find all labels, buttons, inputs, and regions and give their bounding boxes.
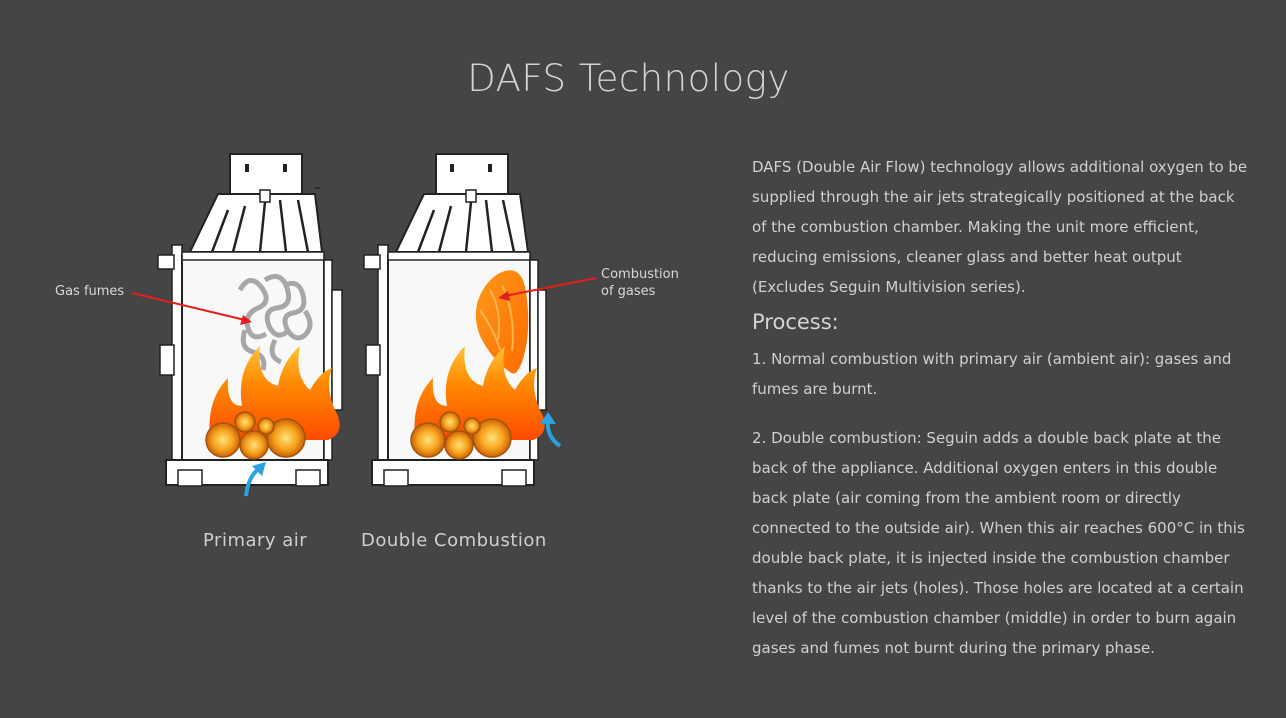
logs-double [410,411,512,460]
process-step-2: 2. Double combustion: Seguin adds a doub… [752,429,1245,657]
combustion-label-line1: Combustion [601,267,679,282]
caption-double-combustion: Double Combustion [361,530,547,551]
combustion-flame [475,270,529,374]
logs-primary [205,411,306,460]
intro-paragraph: DAFS (Double Air Flow) technology allows… [752,158,1248,296]
gas-fumes-smoke [237,273,313,371]
description-column: DAFS (Double Air Flow) technology allows… [752,152,1252,682]
process-step-1: 1. Normal combustion with primary air (a… [752,350,1232,398]
page-title: DAFS Technology [467,56,790,100]
caption-primary-air: Primary air [203,530,308,551]
stove-double [363,153,597,487]
gas-fumes-label: Gas fumes [55,284,125,299]
stove-primary [131,153,343,497]
dafs-illustration [131,153,597,497]
combustion-of-gases-label: Combustion of gases [601,266,711,300]
combustion-label-line2: of gases [601,284,656,299]
process-heading: Process: [752,310,839,334]
